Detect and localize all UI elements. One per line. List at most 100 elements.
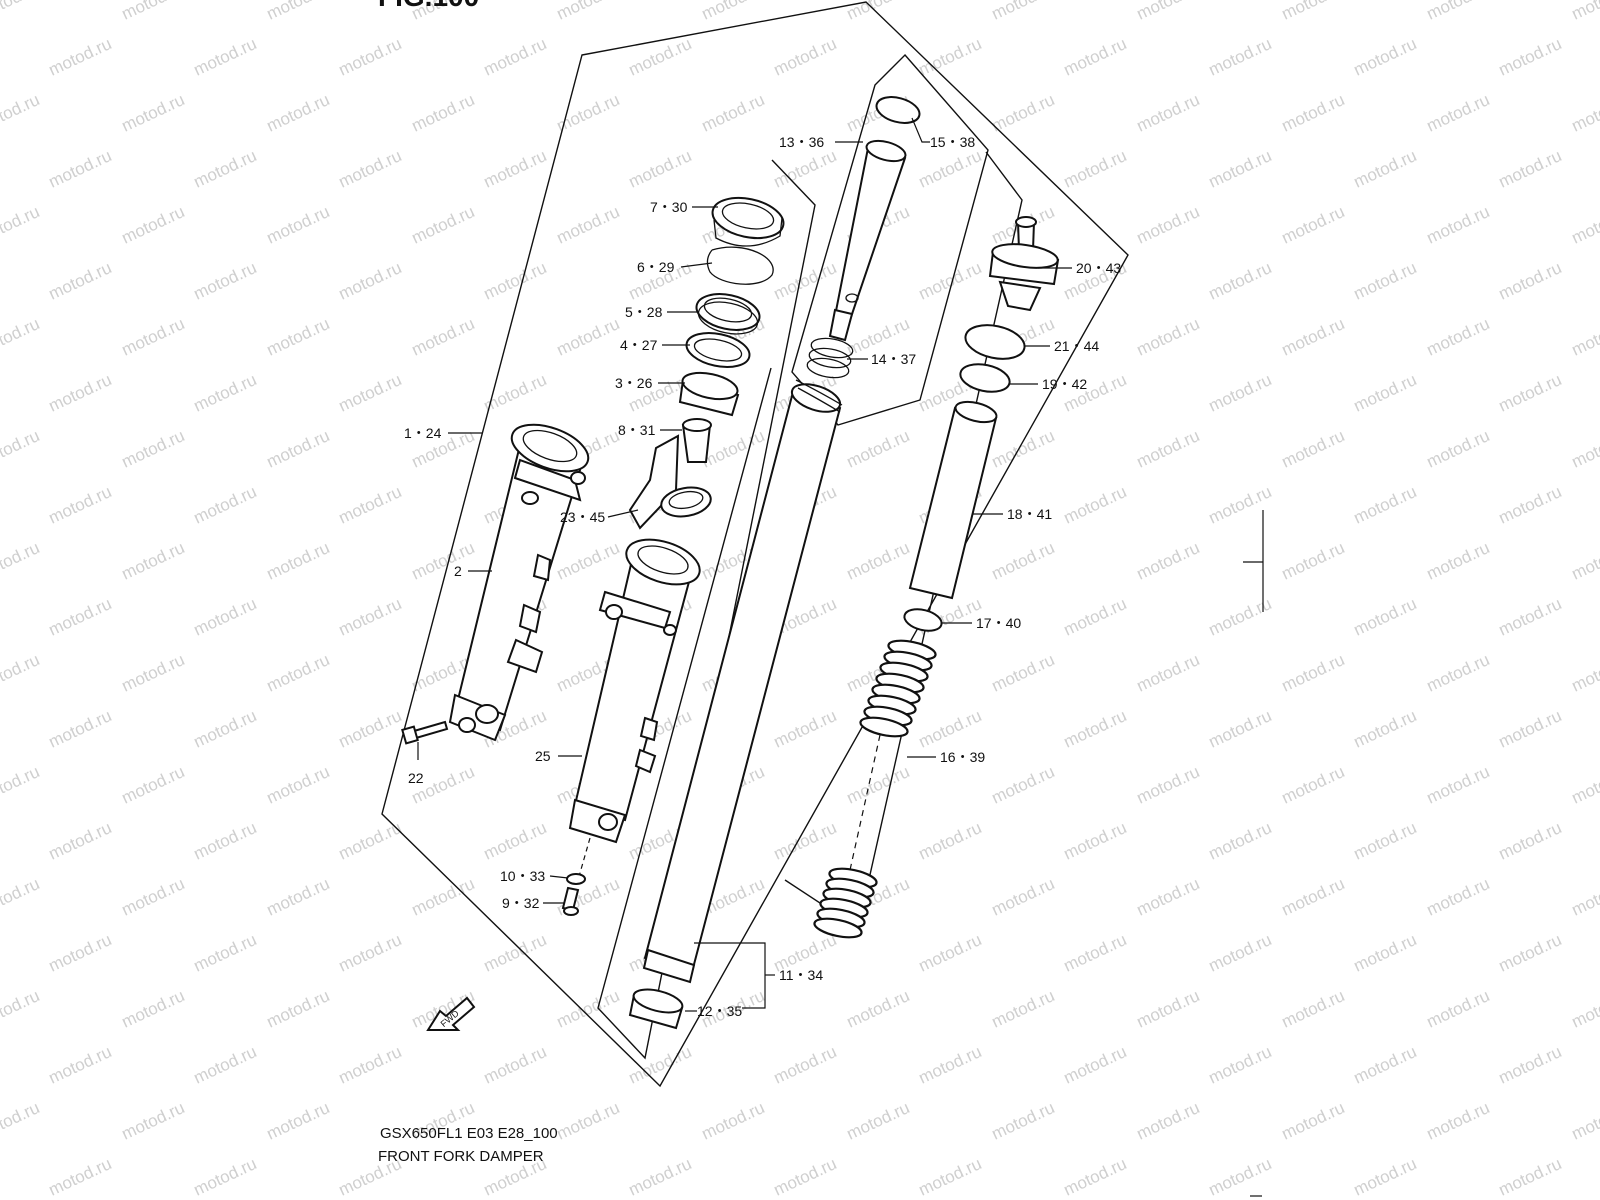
watermark-text: motod.ru <box>1061 818 1130 864</box>
watermark-text: motod.ru <box>1569 762 1600 808</box>
watermark-text: motod.ru <box>409 538 478 584</box>
watermark-text: motod.ru <box>264 650 333 696</box>
callout-11: 11・34 <box>779 967 823 983</box>
watermark-text: motod.ru <box>1279 650 1348 696</box>
watermark-text: motod.ru <box>1569 314 1600 360</box>
watermark-text: motod.ru <box>191 146 260 192</box>
watermark-text: motod.ru <box>1569 0 1600 24</box>
watermark-text: motod.ru <box>771 258 840 304</box>
watermark-text: motod.ru <box>844 1098 913 1144</box>
watermark-text: motod.ru <box>1206 594 1275 640</box>
washer-4 <box>685 331 751 369</box>
callout-22: 22 <box>408 770 424 786</box>
spring-phantom-line <box>849 734 881 871</box>
watermark-text: motod.ru <box>1424 202 1493 248</box>
callout-14: 14・37 <box>871 351 916 367</box>
watermark-text: motod.ru <box>0 0 42 24</box>
inner-tube-11 <box>642 379 843 984</box>
watermark-text: motod.ru <box>771 34 840 80</box>
callout-25: 25 <box>535 748 551 764</box>
watermark-text: motod.ru <box>1569 538 1600 584</box>
watermark-text: motod.ru <box>119 0 188 24</box>
watermark-text: motod.ru <box>989 90 1058 136</box>
watermark-text: motod.ru <box>409 90 478 136</box>
watermark-text: motod.ru <box>191 482 260 528</box>
watermark-text: motod.ru <box>1279 90 1348 136</box>
callout-7: 7・30 <box>650 199 688 215</box>
watermark-text: motod.ru <box>1424 0 1493 24</box>
callout-10: 10・33 <box>500 868 545 884</box>
watermark-text: motod.ru <box>119 874 188 920</box>
bush-8 <box>681 418 712 463</box>
dust-seal-7 <box>711 196 785 247</box>
watermark-text: motod.ru <box>191 1042 260 1088</box>
watermark-text: motod.ru <box>336 258 405 304</box>
callout-1: 1・24 <box>404 425 442 441</box>
watermark-text: motod.ru <box>481 258 550 304</box>
watermark-text: motod.ru <box>46 818 115 864</box>
watermark-text: motod.ru <box>119 762 188 808</box>
watermark-text: motod.ru <box>1279 314 1348 360</box>
watermark-text: motod.ru <box>1061 594 1130 640</box>
watermark-text: motod.ru <box>336 594 405 640</box>
callout-3: 3・26 <box>615 375 653 391</box>
watermark-text: motod.ru <box>0 986 42 1032</box>
watermark-text: motod.ru <box>626 1154 695 1200</box>
watermark-text: motod.ru <box>844 986 913 1032</box>
watermark-text: motod.ru <box>916 34 985 80</box>
watermark-text: motod.ru <box>1569 650 1600 696</box>
watermark-text: motod.ru <box>0 90 42 136</box>
watermark-text: motod.ru <box>1424 538 1493 584</box>
watermark-text: motod.ru <box>1351 482 1420 528</box>
watermark-text: motod.ru <box>1569 1098 1600 1144</box>
watermark-text: motod.ru <box>336 34 405 80</box>
callout-6: 6・29 <box>637 259 675 275</box>
watermark-text: motod.ru <box>1496 1154 1565 1200</box>
watermark-text: motod.ru <box>1134 90 1203 136</box>
model-code: GSX650FL1 E03 E28_100 <box>380 1125 558 1142</box>
watermark-text: motod.ru <box>1061 482 1130 528</box>
watermark-text: motod.ru <box>1134 314 1203 360</box>
watermark-text: motod.ru <box>46 370 115 416</box>
caption: FRONT FORK DAMPER <box>378 1148 544 1165</box>
watermark-text: motod.ru <box>1279 0 1348 24</box>
watermark-text: motod.ru <box>916 818 985 864</box>
watermark-text: motod.ru <box>1496 370 1565 416</box>
slide-bush-12 <box>628 988 684 1030</box>
watermark-text: motod.ru <box>844 538 913 584</box>
watermark-text: motod.ru <box>1206 818 1275 864</box>
watermark-text: motod.ru <box>916 706 985 752</box>
callout-2: 2 <box>454 563 462 579</box>
callout-16: 16・39 <box>940 749 985 765</box>
watermark-text: motod.ru <box>1424 650 1493 696</box>
watermark-text: motod.ru <box>1351 818 1420 864</box>
watermark-text: motod.ru <box>119 986 188 1032</box>
watermark-text: motod.ru <box>264 90 333 136</box>
watermark-text: motod.ru <box>481 930 550 976</box>
watermark-text: motod.ru <box>1134 0 1203 24</box>
watermark-text: motod.ru <box>336 818 405 864</box>
damper-rod-13 <box>828 139 907 342</box>
watermark-text: motod.ru <box>264 202 333 248</box>
o-ring-21 <box>964 324 1026 360</box>
watermark-text: motod.ru <box>989 650 1058 696</box>
spring-coil <box>813 917 863 939</box>
watermark-text: motod.ru <box>1424 426 1493 472</box>
watermark-text: motod.ru <box>191 594 260 640</box>
watermark-text: motod.ru <box>554 90 623 136</box>
watermark-text: motod.ru <box>481 146 550 192</box>
figure-title: FIG.100 <box>378 0 479 12</box>
watermark-text: motod.ru <box>481 1042 550 1088</box>
watermark-text: motod.ru <box>1424 874 1493 920</box>
watermark-text: motod.ru <box>1206 930 1275 976</box>
watermark-text: motod.ru <box>1061 706 1130 752</box>
outer-tube-1 <box>448 423 590 742</box>
watermark-text: motod.ru <box>1134 426 1203 472</box>
watermark-text: motod.ru <box>119 1098 188 1144</box>
bolt-9 <box>561 886 580 916</box>
watermark-text: motod.ru <box>1206 370 1275 416</box>
watermark-text: motod.ru <box>844 426 913 472</box>
watermark-text: motod.ru <box>844 762 913 808</box>
callout-18: 18・41 <box>1007 506 1052 522</box>
